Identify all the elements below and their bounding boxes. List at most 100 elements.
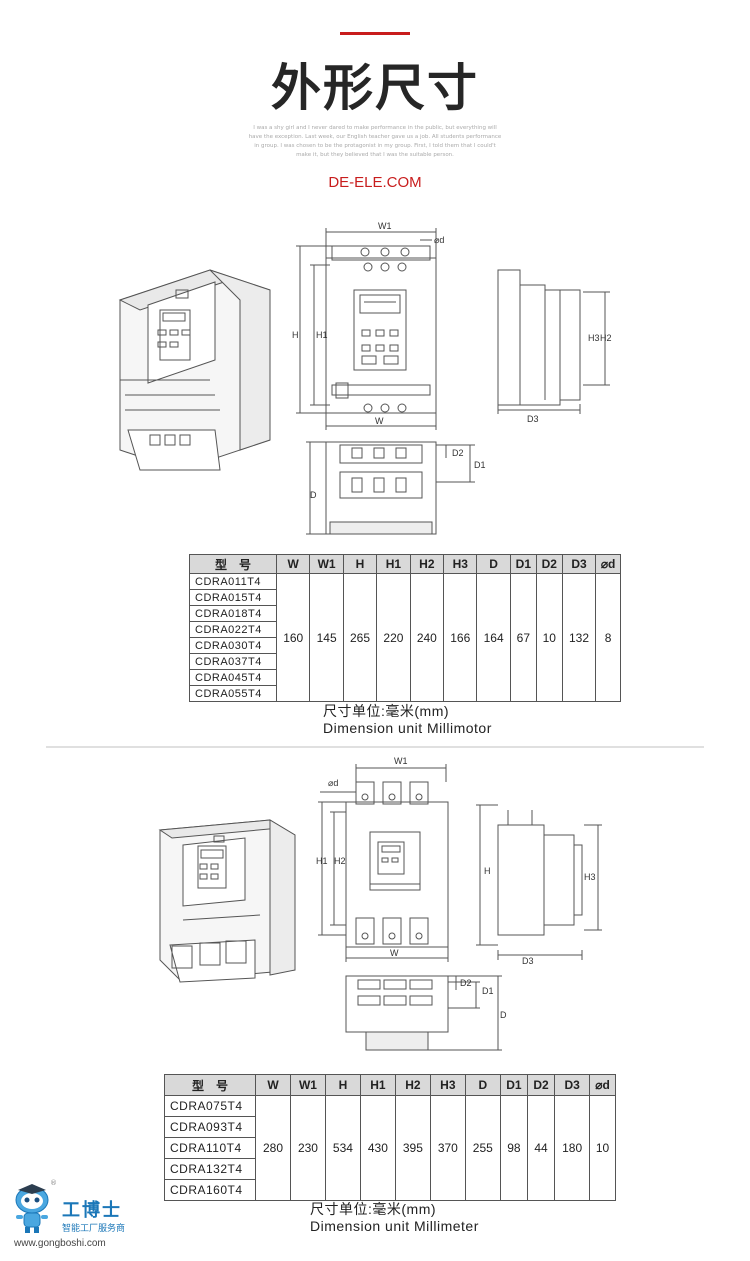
subtitle-line: I was a shy girl and I never dared to ma… (253, 125, 497, 131)
table-row: CDRA030T4 (189, 637, 621, 654)
table-header: D (476, 554, 511, 574)
value-cell: 44 (526, 1095, 556, 1201)
table-row: CDRA055T4 (189, 685, 621, 702)
dim-label-w1: W1 (394, 756, 408, 766)
table-header: H1 (376, 554, 411, 574)
model-cell: CDRA037T4 (189, 653, 277, 670)
model-cell: CDRA030T4 (189, 637, 277, 654)
table-header: H (324, 1074, 361, 1096)
table-header: ⌀d (589, 1074, 616, 1096)
table-header: D1 (509, 554, 537, 574)
table-row: CDRA015T4 (189, 589, 621, 606)
dim-label-w: W (390, 948, 399, 958)
model-cell: CDRA011T4 (189, 573, 277, 590)
model-cell: CDRA110T4 (164, 1137, 256, 1159)
logo-tagline: 智能工厂服务商 (62, 1224, 126, 1234)
dim-label-d1: D1 (474, 460, 486, 470)
value-cell: 10 (589, 1095, 616, 1201)
section1-drawing: W1 ⌀d H H1 W H3 H2 D3 D2 D1 D (118, 221, 612, 535)
robot-mascot-icon (15, 1184, 49, 1233)
value-cell: 132 (561, 573, 597, 702)
registered-mark: ® (50, 1179, 57, 1187)
unit-note-en-1: Dimension unit Millimotor (323, 720, 492, 736)
table-header: H (342, 554, 378, 574)
unit-note-cn-1: 尺寸单位:毫米(mm) (323, 703, 450, 719)
value-cell: 280 (255, 1095, 291, 1201)
dim-label-h1: H1 (316, 330, 328, 340)
table-header: ⌀d (595, 554, 621, 574)
dim-label-h3: H3 (584, 872, 596, 882)
value-cell: 98 (499, 1095, 528, 1201)
logo-name: 工博士 (62, 1200, 122, 1221)
value-cell: 220 (376, 573, 411, 702)
dim-label-d2: D2 (452, 448, 464, 458)
dim-label-d1: D1 (482, 986, 494, 996)
value-cell: 395 (394, 1095, 431, 1201)
dim-label-h: H (484, 866, 491, 876)
table-header-row: 型 号 W W1 H H1 H2 H3 D D1 D2 D3 ⌀d (189, 554, 621, 574)
dim-label-h2: H2 (334, 856, 346, 866)
model-cell: CDRA132T4 (164, 1158, 256, 1180)
table-header: W (255, 1074, 291, 1096)
model-cell: CDRA075T4 (164, 1095, 256, 1117)
model-cell: CDRA018T4 (189, 605, 277, 622)
table-header: W (275, 554, 311, 574)
dim-label-d: ⌀d (434, 235, 444, 245)
dim-label-d-depth: D (310, 490, 317, 500)
subtitle-line: in group. I was chosen to be the protago… (254, 143, 496, 149)
dim-label-h1: H1 (316, 856, 328, 866)
subtitle-line: have the exception. Last week, our Engli… (248, 134, 502, 140)
table-header: H2 (409, 554, 445, 574)
table-header: D1 (499, 1074, 528, 1096)
table-header: 型 号 (189, 554, 277, 574)
value-cell: 265 (342, 573, 378, 702)
side-view-2 (476, 804, 602, 960)
table-header: W1 (309, 554, 344, 574)
front-view-1 (296, 228, 437, 430)
value-cell: 160 (275, 573, 311, 702)
title-accent-bar (340, 32, 410, 35)
value-cell: 8 (595, 573, 621, 702)
value-cell: 534 (324, 1095, 361, 1201)
table-header: H1 (359, 1074, 396, 1096)
section2-drawing: W1 ⌀d H1 H2 W H H3 D3 D2 D1 D (158, 756, 602, 1051)
dimension-table-1: 型 号 W W1 H H1 H2 H3 D D1 D2 D3 ⌀d CDRA01… (189, 554, 621, 702)
table-header: H2 (394, 1074, 431, 1096)
section-divider (46, 746, 704, 748)
dim-label-d: ⌀d (328, 778, 338, 788)
product-isometric-view-2 (158, 819, 296, 983)
dim-label-w: W (375, 416, 384, 426)
bottom-view-2 (345, 975, 502, 1051)
value-cell: 370 (429, 1095, 466, 1201)
value-cell: 180 (554, 1095, 591, 1201)
value-cell: 230 (289, 1095, 326, 1201)
subtitle-line: make it, but they believed that I was th… (296, 152, 454, 158)
value-cell: 145 (309, 573, 344, 702)
table-header-row: 型 号 W W1 H H1 H2 H3 D D1 D2 D3 ⌀d (164, 1074, 616, 1096)
value-cell: 430 (359, 1095, 396, 1201)
value-cell: 67 (509, 573, 537, 702)
table-header: D (464, 1074, 501, 1096)
model-cell: CDRA015T4 (189, 589, 277, 606)
model-cell: CDRA160T4 (164, 1179, 256, 1201)
table-row: CDRA011T4 160 145 265 220 240 166 164 67… (189, 573, 621, 702)
model-cell: CDRA055T4 (189, 685, 277, 702)
table-row: CDRA160T4 (164, 1179, 616, 1201)
value-cell: 164 (476, 573, 511, 702)
value-cell: 10 (535, 573, 563, 702)
table-row: CDRA045T4 (189, 669, 621, 686)
dim-label-d3: D3 (527, 414, 539, 424)
dim-label-h2: H2 (600, 333, 612, 343)
dim-label-h: H (292, 330, 299, 340)
value-cell: 240 (409, 573, 445, 702)
value-cell: 255 (464, 1095, 501, 1201)
model-cell: CDRA045T4 (189, 669, 277, 686)
table-header: D2 (526, 1074, 556, 1096)
unit-note-en-2: Dimension unit Millimeter (310, 1218, 479, 1234)
bottom-view-1 (306, 441, 475, 535)
table-header: W1 (289, 1074, 326, 1096)
dim-label-h3: H3 (588, 333, 600, 343)
brand-text: DE-ELE.COM (328, 174, 422, 191)
front-view-2 (318, 764, 449, 962)
table-row: CDRA018T4 (189, 605, 621, 622)
